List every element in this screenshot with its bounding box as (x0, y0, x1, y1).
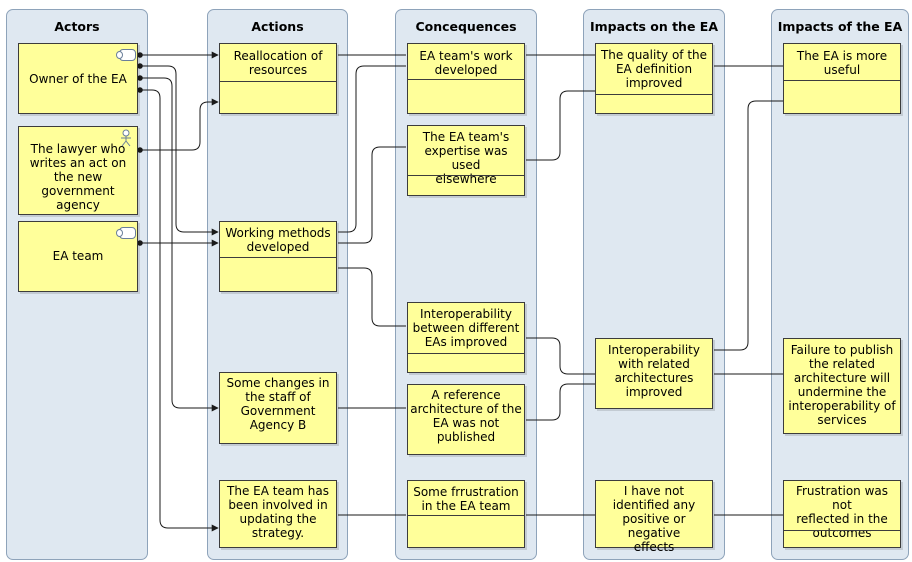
box-work-developed-label: EA team's work developed (419, 49, 513, 77)
lane-title-actors: Actors (54, 19, 100, 34)
box-reference-arch[interactable]: A reference architecture of the EA was n… (407, 384, 525, 455)
box-divider (220, 81, 336, 82)
box-strategy-label: The EA team has been involved in updatin… (227, 484, 329, 540)
box-owner-of-ea-label: Owner of the EA (29, 72, 127, 86)
box-divider (408, 175, 524, 176)
box-frustration-not-reflected-label: Frustration was not reflected in the out… (795, 484, 889, 540)
box-quality-label: The quality of the EA definition improve… (600, 48, 708, 90)
box-work-developed[interactable]: EA team's work developed (407, 43, 525, 114)
box-lawyer-label: The lawyer who writes an act on the new … (29, 142, 127, 212)
business-role-icon (116, 49, 136, 61)
box-frustration[interactable]: Some frrustration in the EA team (407, 480, 525, 548)
lane-title-impacts-on-ea: Impacts on the EA (590, 19, 718, 34)
lane-title-consequences: Concequences (415, 19, 517, 34)
box-frustration-label: Some frrustration in the EA team (413, 485, 519, 513)
box-strategy[interactable]: The EA team has been involved in updatin… (219, 480, 337, 548)
box-divider (784, 530, 900, 531)
box-lawyer[interactable]: The lawyer who writes an act on the new … (18, 126, 138, 215)
box-interop-related-label: Interoperability with related architectu… (608, 343, 700, 399)
box-failure-publish[interactable]: Failure to publish the related architect… (783, 338, 901, 434)
box-divider (408, 353, 524, 354)
box-interop-related[interactable]: Interoperability with related architectu… (595, 338, 713, 409)
business-role-icon (116, 227, 136, 239)
box-reallocation[interactable]: Reallocation of resources (219, 43, 337, 114)
box-quality[interactable]: The quality of the EA definition improve… (595, 43, 713, 114)
box-interop-eas-label: Interoperability between different EAs i… (412, 307, 520, 349)
box-expertise-label: The EA team's expertise was used elsewhe… (422, 130, 510, 186)
box-reallocation-label: Reallocation of resources (233, 49, 323, 77)
box-no-effects[interactable]: I have not identified any positive or ne… (595, 480, 713, 554)
box-working-methods[interactable]: Working methods developed (219, 221, 337, 292)
box-ea-team[interactable]: EA team (18, 221, 138, 292)
box-failure-publish-label: Failure to publish the related architect… (788, 343, 896, 427)
box-staff-changes-label: Some changes in the staff of Government … (226, 376, 330, 432)
box-frustration-not-reflected[interactable]: Frustration was not reflected in the out… (783, 480, 901, 548)
lane-title-impacts-of-ea: Impacts of the EA (777, 19, 903, 34)
box-interop-eas[interactable]: Interoperability between different EAs i… (407, 302, 525, 373)
lane-title-actions: Actions (251, 19, 304, 34)
box-owner-of-ea[interactable]: Owner of the EA (18, 43, 138, 114)
business-actor-icon (121, 129, 131, 147)
box-divider (408, 79, 524, 80)
box-divider (784, 80, 900, 81)
box-working-methods-label: Working methods developed (225, 226, 331, 254)
box-divider (408, 515, 524, 516)
box-no-effects-label: I have not identified any positive or ne… (612, 484, 696, 554)
box-divider (596, 94, 712, 95)
box-more-useful[interactable]: The EA is more useful (783, 43, 901, 114)
box-more-useful-label: The EA is more useful (796, 49, 888, 77)
box-ea-team-label: EA team (52, 249, 104, 263)
box-reference-arch-label: A reference architecture of the EA was n… (410, 388, 522, 444)
box-staff-changes[interactable]: Some changes in the staff of Government … (219, 372, 337, 444)
box-divider (220, 257, 336, 258)
box-expertise[interactable]: The EA team's expertise was used elsewhe… (407, 125, 525, 196)
